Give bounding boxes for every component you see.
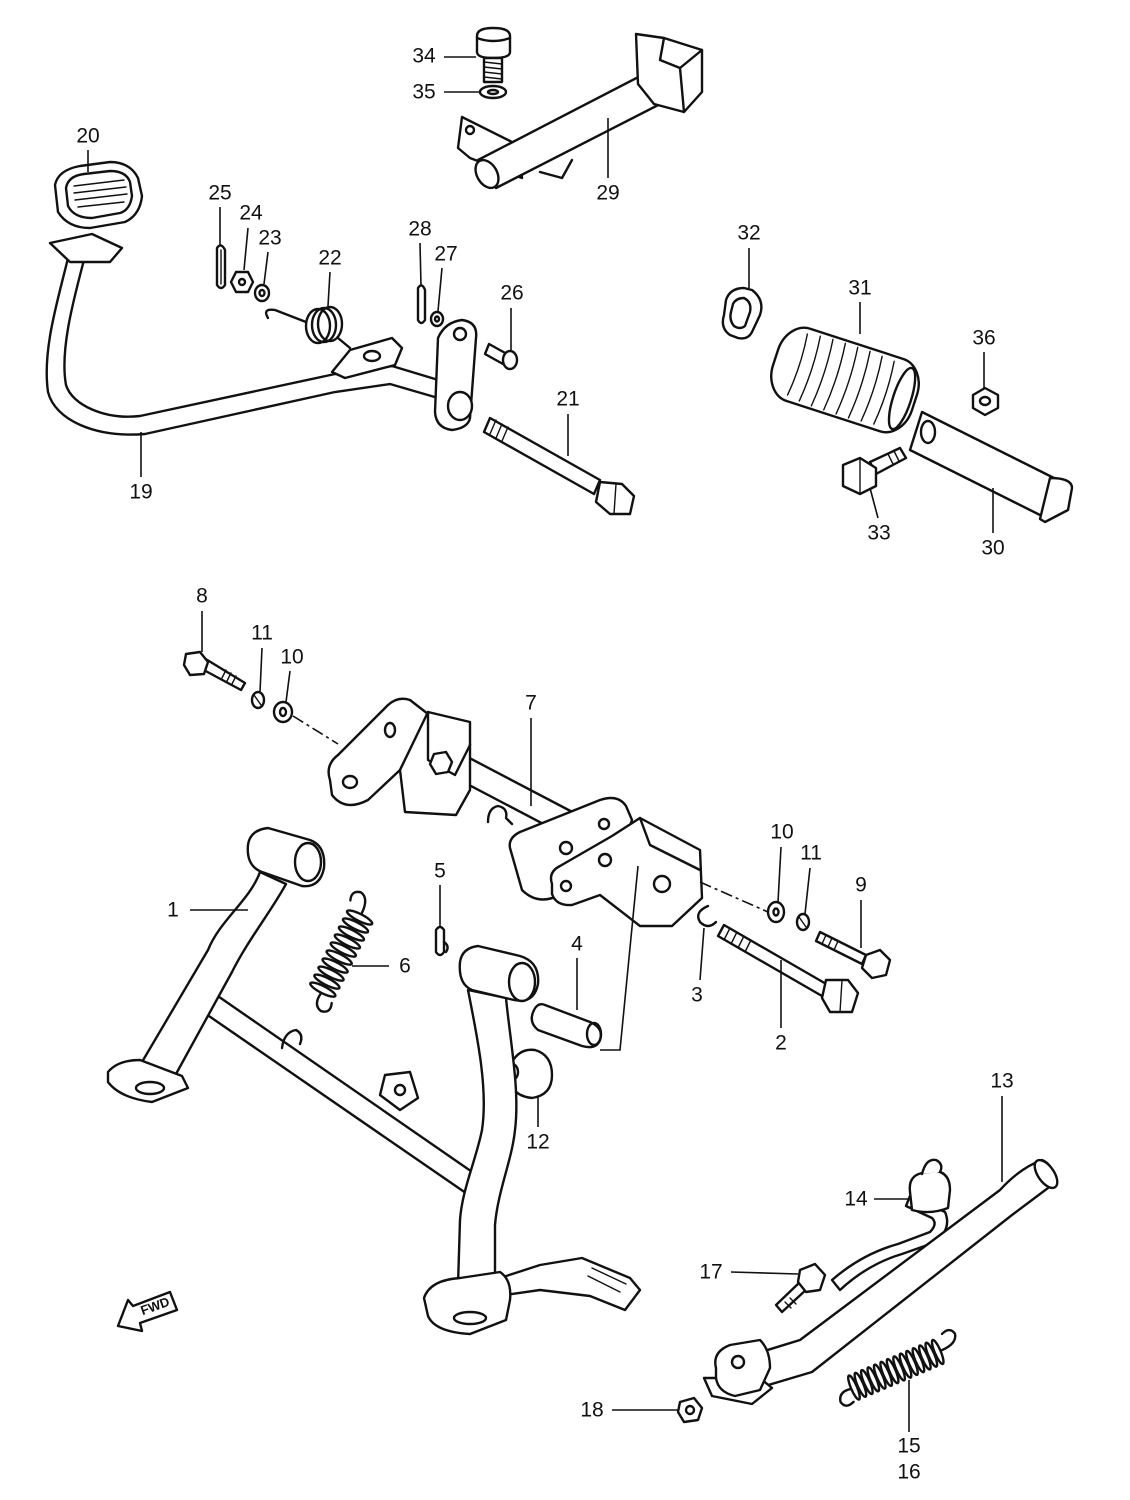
callout-10-left: 10	[280, 646, 303, 669]
callout-26: 26	[500, 282, 523, 305]
callout-11-right: 11	[800, 842, 822, 865]
callout-34: 34	[412, 45, 436, 68]
callout-14: 14	[844, 1188, 868, 1211]
part-30-footpeg	[908, 410, 1074, 524]
part-7-stand-bracket	[327, 697, 704, 1051]
part-11-spring-washer-left	[250, 690, 266, 710]
part-26-clevis-pin	[483, 342, 519, 371]
leader-11-right	[804, 867, 811, 915]
part-8-bolt	[182, 650, 247, 692]
callout-30: 30	[981, 537, 1004, 560]
part-36-nut	[971, 386, 1000, 417]
part-6-stand-spring	[309, 890, 374, 1013]
leader-3	[699, 927, 705, 981]
leader-lines	[87, 56, 1003, 1432]
callout-labels: 34 35 20 29 25 24 23 22 28 27 26 32 31 3…	[76, 45, 1013, 1484]
part-19-brake-pedal	[45, 232, 478, 436]
callout-20: 20	[76, 125, 99, 148]
leader-10-left	[285, 670, 291, 703]
centerline-right	[699, 881, 769, 913]
part-4-collar	[530, 1002, 603, 1049]
part-35-washer	[478, 84, 508, 100]
part-24-nut	[229, 270, 255, 294]
callout-6: 6	[399, 955, 411, 978]
part-25-cotter-pin	[215, 244, 227, 290]
callout-27: 27	[434, 243, 457, 266]
callout-4: 4	[571, 933, 583, 956]
part-5-cotter-pin	[434, 925, 449, 957]
part-29-footrest-bracket	[456, 32, 704, 190]
part-18-nut	[676, 1396, 704, 1424]
callout-1: 1	[167, 899, 179, 922]
leader-27	[437, 267, 443, 312]
leader-23	[263, 251, 269, 285]
callout-32: 32	[737, 222, 760, 245]
part-10-washer-right	[766, 900, 786, 924]
leader-33	[869, 487, 879, 519]
callout-21: 21	[556, 388, 579, 411]
part-17-bolt	[774, 1262, 827, 1314]
callout-10-right: 10	[770, 821, 793, 844]
callout-13: 13	[990, 1070, 1013, 1093]
leader-17	[730, 1271, 799, 1275]
callout-17: 17	[699, 1261, 722, 1284]
callout-7: 7	[525, 692, 537, 715]
part-10-washer-left	[272, 700, 294, 724]
leader-24	[243, 227, 249, 271]
callout-9: 9	[855, 874, 867, 897]
part-13-side-stand	[702, 1158, 1059, 1406]
callout-11-left: 11	[251, 622, 273, 645]
part-3-circlip	[697, 904, 718, 928]
part-2-pivot-bolt	[716, 923, 860, 1014]
leader-10-right	[777, 846, 782, 903]
callout-5: 5	[434, 860, 446, 883]
part-27-washer	[429, 310, 445, 328]
part-9-bolt	[814, 930, 892, 980]
part-34-bolt	[475, 26, 512, 84]
forward-direction-arrow: FWD	[116, 1290, 179, 1333]
part-15-16-side-stand-spring	[839, 1328, 957, 1407]
callout-22: 22	[318, 247, 341, 270]
centerline-left	[292, 715, 339, 745]
callout-3: 3	[691, 984, 703, 1007]
callout-8: 8	[196, 585, 208, 608]
callout-12: 12	[526, 1131, 549, 1154]
callout-24: 24	[239, 202, 263, 225]
part-11-spring-washer-right	[795, 912, 811, 932]
part-33-bolt	[841, 446, 908, 496]
leader-28	[419, 242, 422, 287]
callout-16: 16	[897, 1461, 920, 1484]
callout-28: 28	[408, 218, 431, 241]
callout-29: 29	[596, 182, 619, 205]
part-20-pedal-rubber	[53, 160, 144, 230]
part-22-return-spring	[264, 305, 352, 350]
part-28-cotter-pin	[416, 284, 427, 325]
callout-36: 36	[972, 327, 995, 350]
callout-19: 19	[129, 481, 152, 504]
part-23-washer	[253, 283, 271, 303]
callout-2: 2	[775, 1032, 787, 1055]
part-1-center-stand	[106, 826, 642, 1336]
part-32-plate	[721, 286, 763, 340]
leader-11-left	[259, 647, 263, 693]
callout-25: 25	[208, 182, 231, 205]
part-21-pivot-bolt	[482, 416, 636, 516]
leader-22	[327, 271, 331, 307]
callout-23: 23	[258, 227, 281, 250]
part-14-stopper-rubber	[908, 1158, 952, 1214]
callout-33: 33	[867, 522, 890, 545]
callout-18: 18	[580, 1399, 603, 1422]
callout-15: 15	[897, 1435, 920, 1458]
callout-35: 35	[412, 81, 435, 104]
part-31-footrest-rubber	[770, 326, 920, 434]
callout-31: 31	[848, 277, 871, 300]
